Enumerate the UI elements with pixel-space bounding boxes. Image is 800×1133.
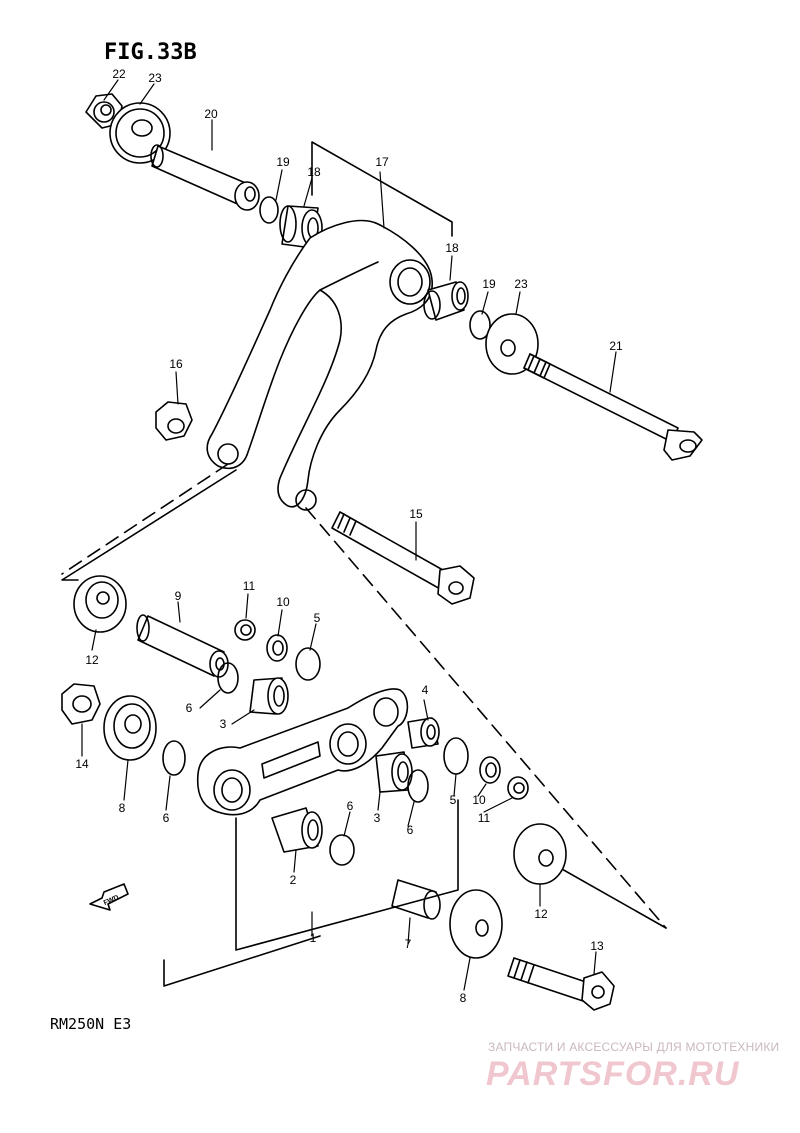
callout-label-12: 12 — [534, 907, 548, 921]
callout-label-17: 17 — [375, 155, 389, 169]
part-5-oring-upper — [295, 647, 321, 681]
callout-label-22: 22 — [112, 67, 126, 81]
watermark-caption: ЗАПЧАСТИ И АКСЕССУАРЫ ДЛЯ МОТОТЕХНИКИ — [488, 1040, 780, 1054]
part-18-bearing-right — [423, 281, 469, 321]
part-12-washer-right — [513, 823, 567, 885]
callout-label-6: 6 — [407, 823, 414, 837]
part-19-oring-left — [259, 196, 279, 224]
part-12-washer-left — [73, 575, 127, 633]
callout-label-1: 1 — [310, 931, 317, 945]
callout-label-18: 18 — [307, 165, 321, 179]
callout-label-19: 19 — [482, 277, 496, 291]
part-5-oring-lower — [443, 737, 469, 775]
part-6-oring-b — [162, 740, 186, 776]
leader-line-left — [61, 463, 229, 575]
part-7-collar — [391, 879, 441, 920]
callout-label-19: 19 — [276, 155, 290, 169]
callout-label-18: 18 — [445, 241, 459, 255]
part-8-washer-left — [103, 695, 157, 761]
callout-label-11: 11 — [478, 811, 491, 825]
callout-label-23: 23 — [514, 277, 528, 291]
leader-tail-12 — [545, 859, 667, 929]
part-13-bolt — [507, 957, 615, 1011]
part-19-oring-right — [469, 310, 491, 340]
callout-label-10: 10 — [472, 793, 486, 807]
callout-label-7: 7 — [405, 937, 412, 951]
part-15-bolt — [331, 511, 475, 605]
part-10-ring-upper — [266, 634, 288, 662]
callout-label-12: 12 — [85, 653, 99, 667]
part-11-seal-upper — [234, 619, 256, 641]
part-9-sleeve — [136, 614, 229, 678]
part-8-washer-right — [449, 889, 503, 959]
fwd-arrow-icon: FWD — [89, 883, 129, 911]
part-1-cushion-rod — [196, 688, 409, 816]
callout-label-20: 20 — [204, 107, 218, 121]
part-20-sleeve — [150, 144, 260, 211]
callout-label-6: 6 — [163, 811, 170, 825]
part-6-oring-a — [217, 662, 239, 694]
callout-label-13: 13 — [590, 939, 604, 953]
callout-label-8: 8 — [119, 801, 126, 815]
part-17-cushion-lever — [206, 219, 433, 511]
part-6-oring-d — [329, 834, 355, 866]
callout-label-5: 5 — [314, 611, 321, 625]
part-10-ring-lower — [479, 756, 501, 784]
leader-line-right — [305, 507, 667, 929]
leader-tail — [61, 469, 237, 581]
part-4-bushing — [407, 717, 440, 749]
part-3-bearing-b — [375, 751, 413, 793]
callout-label-21: 21 — [609, 339, 623, 353]
part-21-bolt — [523, 353, 703, 461]
callout-label-2: 2 — [290, 873, 297, 887]
callout-bracket-1b — [163, 935, 321, 987]
watermark-logo: PARTSFOR.RU — [486, 1055, 740, 1093]
callout-label-4: 4 — [422, 683, 429, 697]
callout-label-11: 11 — [243, 579, 256, 593]
part-2-bearing — [271, 807, 323, 853]
callout-label-23: 23 — [148, 71, 162, 85]
callout-label-16: 16 — [169, 357, 183, 371]
callout-label-9: 9 — [175, 589, 182, 603]
callout-label-3: 3 — [374, 811, 381, 825]
callout-label-15: 15 — [409, 507, 423, 521]
callout-label-5: 5 — [450, 793, 457, 807]
callout-leaders — [81, 79, 617, 991]
callout-label-10: 10 — [276, 595, 290, 609]
part-23-washer-right — [485, 313, 539, 375]
part-3-bearing-a — [249, 677, 289, 715]
callout-bracket-1a — [235, 799, 459, 951]
part-6-oring-c — [407, 769, 429, 803]
part-14-nut — [61, 683, 101, 725]
callout-label-6: 6 — [347, 799, 354, 813]
callout-label-14: 14 — [75, 757, 89, 771]
callout-label-6: 6 — [186, 701, 193, 715]
callout-bracket-17 — [311, 141, 453, 237]
figure-title: FIG.33B — [104, 40, 197, 65]
callout-label-8: 8 — [460, 991, 467, 1005]
part-16-nut — [155, 401, 193, 441]
callout-label-3: 3 — [220, 717, 227, 731]
part-23-washer-left — [109, 102, 171, 164]
part-11-seal-lower — [507, 776, 529, 800]
model-code: RM250N E3 — [50, 1015, 132, 1033]
